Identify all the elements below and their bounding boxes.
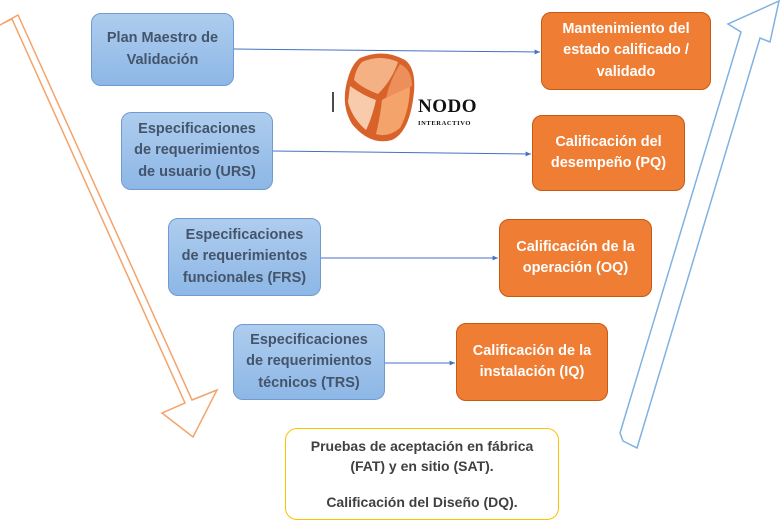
connector-pmv-mant (233, 48, 541, 55)
nodo-logo-icon (332, 53, 415, 142)
box-pq: Calificación del desempeño (PQ) (532, 115, 685, 191)
box-pq-label: Calificación del desempeño (PQ) (550, 133, 667, 171)
box-dq-label: Calificación del Diseño (DQ). (326, 494, 518, 511)
box-frs: Especificaciones de requerimientos funci… (168, 218, 321, 296)
connector-urs-pq (272, 150, 532, 157)
box-plan-maestro-label: Plan Maestro de Validación (106, 30, 219, 68)
box-iq-label: Calificación de la instalación (IQ) (472, 342, 592, 380)
ascending-arrow (619, 0, 780, 450)
box-urs-label: Especificaciones de requerimientos de us… (134, 121, 260, 180)
box-iq: Calificación de la instalación (IQ) (456, 323, 608, 401)
logo-tagline: INTERACTIVO (418, 120, 472, 127)
box-mantenimiento: Mantenimiento del estado calificado / va… (541, 12, 711, 90)
box-frs-label: Especificaciones de requerimientos funci… (181, 227, 308, 286)
logo-name: NODO (418, 96, 477, 117)
box-trs: Especificaciones de requerimientos técni… (233, 324, 385, 400)
box-oq: Calificación de la operación (OQ) (499, 219, 652, 297)
box-oq-label: Calificación de la operación (OQ) (516, 238, 635, 276)
descending-arrow (0, 13, 219, 439)
box-urs: Especificaciones de requerimientos de us… (121, 112, 273, 190)
box-trs-label: Especificaciones de requerimientos técni… (246, 332, 372, 391)
box-fat-sat-label: Pruebas de aceptación en fábrica (FAT) y… (310, 437, 534, 474)
box-plan-maestro: Plan Maestro de Validación (91, 13, 234, 86)
box-mantenimiento-label: Mantenimiento del estado calificado / va… (562, 21, 690, 80)
box-fat-sat-dq: Pruebas de aceptación en fábrica (FAT) y… (285, 428, 559, 520)
